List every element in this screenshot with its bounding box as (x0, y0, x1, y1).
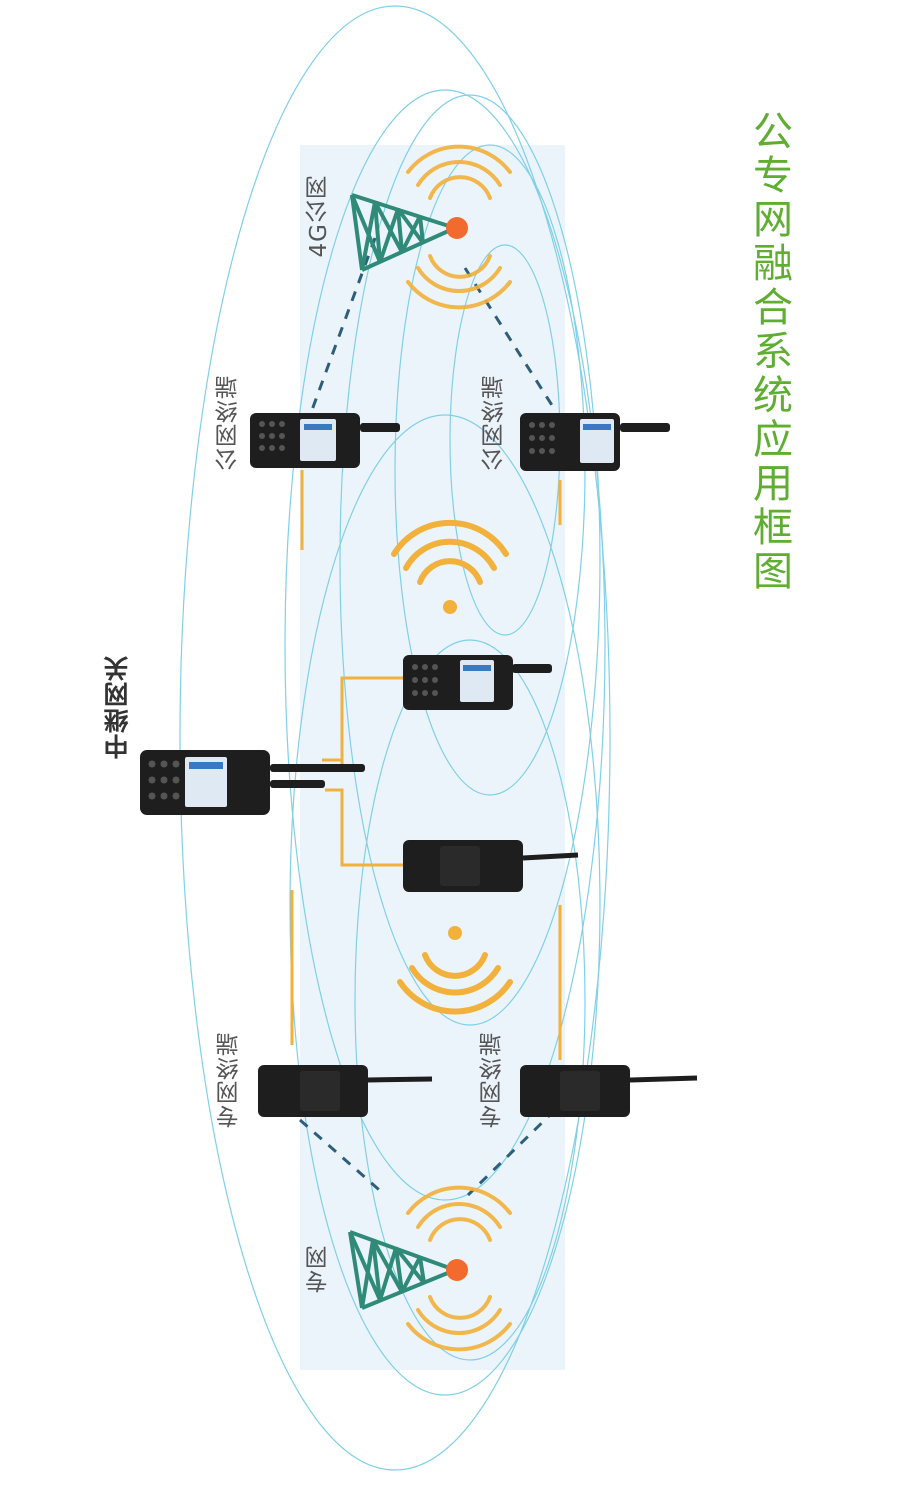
label-public-tower: 4G公网 (306, 175, 332, 258)
relay-gateway-device (140, 750, 365, 815)
diagram-title: 公专网融合系统应用框图 (746, 110, 792, 594)
label-public-terminal-right: 公网终端 (482, 375, 508, 471)
wifi-icon-upper (391, 519, 509, 614)
private-terminal-right-device (520, 1065, 698, 1117)
signal-wave-icon (406, 144, 512, 310)
coverage-ellipses (179, 5, 611, 1471)
wired-links (290, 470, 562, 1060)
label-private-terminal-left: 专网终端 (217, 1032, 243, 1128)
label-private-tower: 专网 (306, 1245, 332, 1293)
label-public-terminal-left: 公网终端 (216, 375, 242, 471)
coverage-fill (300, 145, 565, 1370)
signal-wave-icon-bottom (406, 1185, 512, 1352)
public-terminal-right-device (520, 413, 670, 471)
private-tower-icon (348, 1230, 468, 1310)
dashed-links (299, 237, 557, 1197)
private-terminal-left-device (258, 1065, 433, 1117)
label-private-terminal-right: 专网终端 (480, 1032, 506, 1128)
wifi-icon-lower (397, 926, 513, 1015)
middle-terminal-device (403, 655, 552, 710)
public-terminal-left-device (250, 413, 400, 468)
public-tower-icon (350, 193, 468, 272)
private-middle-device (403, 840, 579, 892)
label-relay-gateway: 中继网关 (103, 655, 132, 759)
